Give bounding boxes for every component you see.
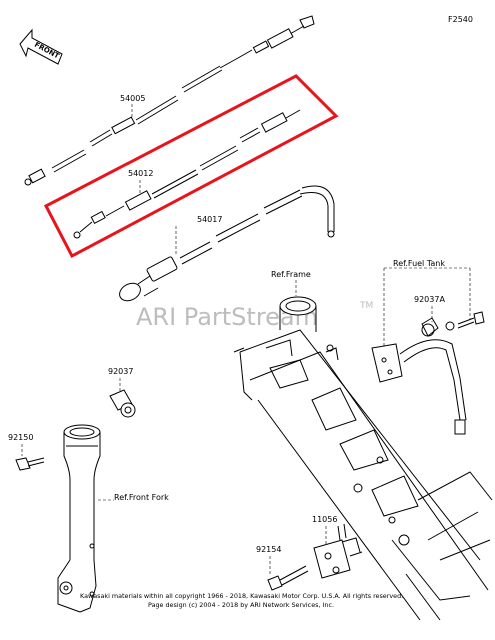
ref-fuel-tank-label: Ref.Fuel Tank [393, 259, 445, 268]
part-label-92037: 92037 [108, 367, 133, 376]
cable-54012[interactable] [73, 109, 301, 239]
part-label-11056: 11056 [312, 515, 337, 524]
cable-54005[interactable] [24, 15, 315, 186]
frame[interactable] [233, 296, 493, 621]
ref-frame-label: Ref.Frame [271, 270, 311, 279]
part-label-92150: 92150 [8, 433, 33, 442]
copyright-line-1: Kawasaki materials within all copyright … [80, 592, 403, 600]
part-label-92037a: 92037A [414, 295, 445, 304]
clamp-92037[interactable] [109, 389, 136, 418]
fuel-tank-bracket[interactable] [399, 317, 467, 435]
ref-front-fork-label: Ref.Front Fork [114, 493, 169, 502]
highlight-box [43, 74, 339, 259]
part-label-92154: 92154 [256, 545, 281, 554]
cable-54017[interactable] [117, 185, 335, 304]
front-arrow-icon: FRONT [19, 28, 63, 65]
watermark-trademark: TM [359, 301, 373, 311]
part-label-54017: 54017 [197, 215, 222, 224]
part-label-54005: 54005 [120, 94, 145, 103]
part-label-54012: 54012 [128, 169, 153, 178]
bolt-92150[interactable] [15, 457, 45, 471]
fastener-92037a[interactable] [445, 311, 485, 331]
bolt-92154[interactable] [267, 565, 309, 591]
figure-code: F2540 [448, 15, 473, 24]
bracket-11056[interactable] [313, 523, 363, 579]
copyright-line-2: Page design (c) 2004 - 2018 by ARI Netwo… [148, 601, 334, 609]
front-fork[interactable] [57, 424, 101, 613]
